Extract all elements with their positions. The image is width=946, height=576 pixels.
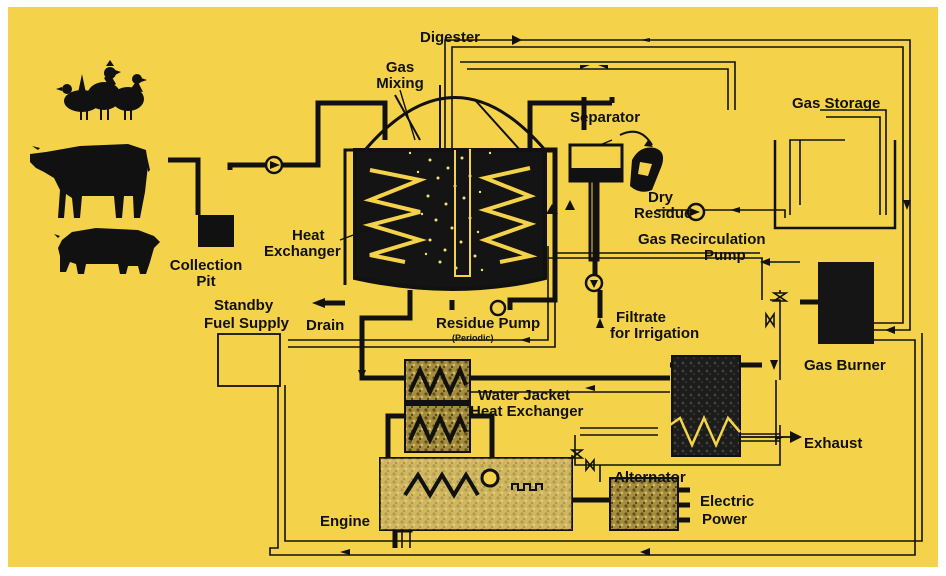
valve-icon: [569, 290, 789, 473]
label-collection-pit-1: Collection: [169, 257, 243, 274]
zigzag-coil-icon: [362, 166, 538, 264]
label-electric-power-2: Power: [702, 511, 748, 528]
chickens-icon: [56, 60, 147, 120]
separator: [568, 143, 624, 262]
label-standby-fuel-1: Standby: [214, 297, 274, 314]
label-standby-fuel-2: Fuel Supply: [204, 315, 290, 332]
label-filtrate-2: for Irrigation: [610, 325, 700, 342]
label-gas-recirculation-2: Pump: [704, 247, 746, 264]
cow-icon: [30, 144, 150, 218]
exhaust-heat-exchanger: [659, 355, 741, 457]
label-gas-recirculation-1: Gas Recirculation: [638, 231, 766, 248]
label-collection-pit-2: Pit: [196, 273, 216, 290]
flow-arrow-icon: [312, 35, 911, 556]
digester-downtube: [454, 150, 471, 277]
label-alternator: Alternator: [614, 469, 686, 486]
label-dry-residue-2: Residue: [634, 205, 693, 222]
pig-icon: [54, 228, 160, 274]
label-heat-exchanger-1: Heat: [292, 227, 325, 244]
gas-burner: [818, 262, 874, 344]
label-gas-storage: Gas Storage: [792, 95, 881, 112]
label-gas-burner: Gas Burner: [804, 357, 886, 374]
gas-mixing-lines: [394, 85, 521, 151]
label-digester: Digester: [420, 29, 481, 46]
exhaust-arrow-icon: [790, 431, 802, 443]
engine-block: [379, 457, 573, 531]
gas-storage-tank: [773, 139, 897, 230]
label-gas-mixing-1: Gas: [385, 59, 415, 76]
alternator: [609, 477, 679, 531]
label-water-jacket-1: Water Jacket: [478, 387, 570, 404]
dry-residue-bag: [619, 130, 664, 192]
label-water-jacket-2: Heat Exchanger: [470, 403, 584, 420]
label-gas-mixing-2: Mixing: [376, 75, 424, 92]
label-electric-power-1: Electric: [700, 493, 755, 510]
label-separator: Separator: [570, 109, 641, 126]
label-dry-residue-1: Dry: [648, 189, 674, 206]
label-drain: Drain: [306, 317, 345, 334]
water-jacket-heat-exchanger: [404, 359, 471, 453]
pump-triangles: [270, 161, 700, 288]
collection-pit: [198, 215, 234, 247]
pointer-lines: [339, 89, 613, 241]
label-periodic: (Periodic): [452, 333, 494, 343]
label-filtrate-1: Filtrate: [616, 309, 667, 326]
label-residue-pump: Residue Pump: [436, 315, 541, 332]
label-engine: Engine: [320, 513, 371, 530]
standby-fuel-box: [217, 333, 281, 387]
label-exhaust: Exhaust: [804, 435, 863, 452]
label-heat-exchanger-2: Exchanger: [264, 243, 341, 260]
